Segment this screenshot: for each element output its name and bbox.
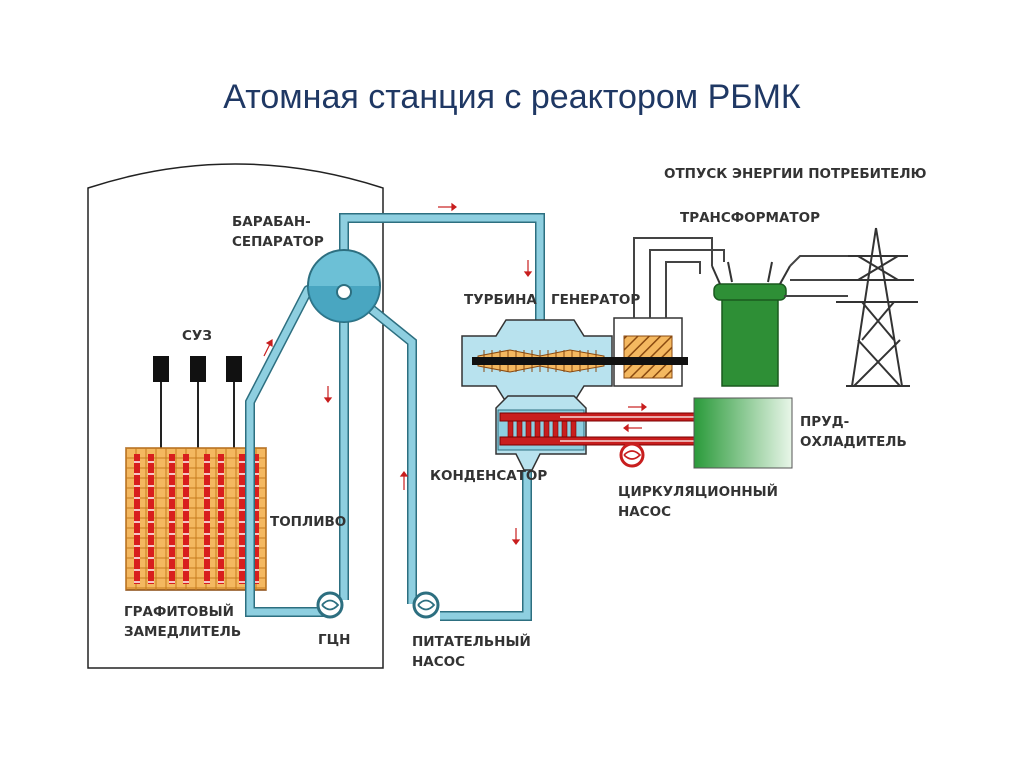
circulation-pump	[619, 442, 645, 468]
label-drum-line1: БАРАБАН-	[232, 214, 311, 230]
fuel-channel	[169, 454, 175, 584]
label-feed-pump-line1: ПИТАТЕЛЬНЫЙ	[412, 633, 531, 650]
transmission-tower	[836, 227, 918, 387]
label-graphite-line2: ЗАМЕДЛИТЕЛЬ	[124, 624, 241, 640]
fuel-channel	[239, 454, 245, 584]
fuel-channel	[204, 454, 210, 584]
label-graphite-line1: ГРАФИТОВЫЙ	[124, 603, 234, 620]
condenser	[495, 395, 587, 471]
transformer	[711, 261, 791, 387]
label-fuel: ТОПЛИВО	[270, 514, 346, 530]
label-transformer: ТРАНСФОРМАТОР	[680, 210, 820, 226]
label-circ-pump-line1: ЦИРКУЛЯЦИОННЫЙ	[618, 483, 778, 500]
flow-arrows	[263, 202, 647, 545]
control-rod-drive	[190, 356, 206, 382]
cooling-pond	[693, 397, 793, 469]
turbine	[461, 319, 632, 403]
control-rod-drive	[226, 356, 242, 382]
label-condenser: КОНДЕНСАТОР	[430, 468, 547, 484]
generator	[612, 317, 688, 387]
main-circulation-pump	[316, 591, 344, 619]
label-drum-line2: СЕПАРАТОР	[232, 234, 324, 250]
fuel-channel	[253, 454, 259, 584]
fuel-channel	[148, 454, 154, 584]
label-pond-line1: ПРУД-	[800, 414, 849, 430]
label-turbine: ТУРБИНА	[464, 292, 537, 308]
fuel-channel	[218, 454, 224, 584]
label-pond-line2: ОХЛАДИТЕЛЬ	[800, 434, 907, 450]
reactor-core	[125, 447, 267, 591]
control-rod-drive	[153, 356, 169, 382]
label-gcn: ГЦН	[318, 632, 350, 648]
fuel-channel	[134, 454, 140, 584]
label-generator: ГЕНЕРАТОР	[551, 292, 640, 308]
label-circ-pump-line2: НАСОС	[618, 504, 671, 520]
label-feed-pump-line2: НАСОС	[412, 654, 465, 670]
control-rods	[160, 380, 235, 450]
power-wires	[633, 237, 848, 318]
fuel-channel	[183, 454, 189, 584]
feed-pump	[412, 591, 440, 619]
label-suz: СУЗ	[182, 328, 212, 344]
page-title: Атомная станция с реактором РБМК	[223, 78, 801, 116]
label-energy-out: ОТПУСК ЭНЕРГИИ ПОТРЕБИТЕЛЮ	[664, 166, 927, 182]
